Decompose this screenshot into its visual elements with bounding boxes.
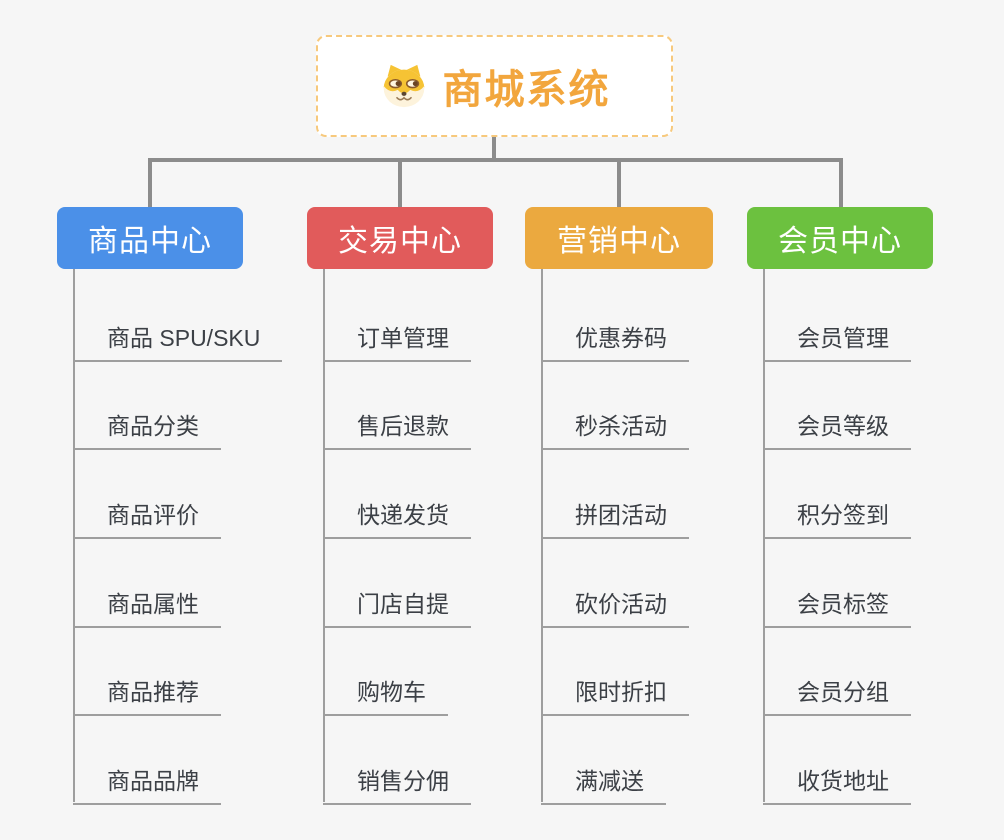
branch-header-trade-center[interactable]: 交易中心: [307, 207, 493, 269]
leaf-node[interactable]: 会员标签: [763, 585, 911, 628]
leaf-node[interactable]: 砍价活动: [541, 585, 689, 628]
leaf-node[interactable]: 商品评价: [73, 496, 221, 539]
leaf-node[interactable]: 商品品牌: [73, 762, 221, 805]
leaf-node[interactable]: 拼团活动: [541, 496, 689, 539]
leaf-node[interactable]: 订单管理: [323, 319, 471, 362]
branch-header-product-center[interactable]: 商品中心: [57, 207, 243, 269]
leaf-node[interactable]: 门店自提: [323, 585, 471, 628]
leaf-node[interactable]: 销售分佣: [323, 762, 471, 805]
leaf-node[interactable]: 购物车: [323, 673, 448, 716]
leaf-node[interactable]: 商品属性: [73, 585, 221, 628]
branch-trunk-member: [763, 269, 765, 802]
connector-drop-member: [839, 160, 843, 207]
leaf-node[interactable]: 商品分类: [73, 407, 221, 450]
branch-trunk-product: [73, 269, 75, 802]
leaf-node[interactable]: 积分签到: [763, 496, 911, 539]
connector-drop-marketing: [617, 160, 621, 207]
leaf-node[interactable]: 满减送: [541, 762, 666, 805]
leaf-node[interactable]: 商品推荐: [73, 673, 221, 716]
leaf-node[interactable]: 会员等级: [763, 407, 911, 450]
leaf-node[interactable]: 限时折扣: [541, 673, 689, 716]
connector-drop-product: [148, 160, 152, 207]
shiba-dog-icon: [379, 62, 429, 110]
leaf-node[interactable]: 收货地址: [763, 762, 911, 805]
branch-trunk-trade: [323, 269, 325, 802]
branch-trunk-marketing: [541, 269, 543, 802]
leaf-node[interactable]: 快递发货: [323, 496, 471, 539]
leaf-node[interactable]: 售后退款: [323, 407, 471, 450]
leaf-node[interactable]: 会员分组: [763, 673, 911, 716]
connector-drop-trade: [398, 160, 402, 207]
leaf-node[interactable]: 优惠券码: [541, 319, 689, 362]
leaf-node[interactable]: 会员管理: [763, 319, 911, 362]
root-title: 商城系统: [442, 68, 611, 112]
connector-root-stem: [492, 137, 496, 161]
branch-header-marketing-center[interactable]: 营销中心: [525, 207, 713, 269]
connector-horizontal-bar: [148, 158, 843, 162]
root-node[interactable]: 商城系统: [316, 35, 673, 137]
branch-header-member-center[interactable]: 会员中心: [747, 207, 933, 269]
leaf-node[interactable]: 商品 SPU/SKU: [73, 319, 283, 362]
leaf-node[interactable]: 秒杀活动: [541, 407, 689, 450]
